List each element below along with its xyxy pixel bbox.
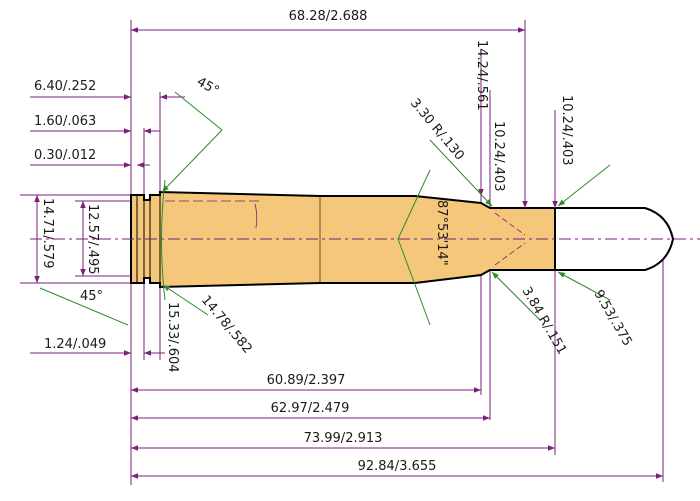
label-bullet-dia: 9.53/.375 [591, 288, 635, 349]
vertical-dimensions [34, 155, 558, 283]
internal-reference-lines [165, 200, 526, 266]
label-extractor-chamfer: 0.30/.012 [34, 148, 96, 163]
cartridge-case [130, 190, 556, 289]
leader-lines [39, 91, 611, 326]
label-angle-rim: 45° [194, 74, 221, 99]
label-len-shoulder: 60.89/2.397 [267, 373, 346, 388]
horizontal-dimensions [30, 27, 663, 479]
label-neck-dia-top: 10.24/.403 [491, 121, 506, 192]
label-rim-dia: 6.40/.252 [34, 79, 96, 94]
label-len-overall: 92.84/3.655 [358, 459, 437, 474]
label-shoulder-radius: 3.30 R/.130 [407, 96, 467, 163]
label-neck-radius: 3.84 R/.151 [519, 285, 570, 358]
label-body-dia: 14.78/.582 [198, 293, 255, 357]
label-shoulder-dia: 14.24/.561 [474, 40, 489, 111]
label-body-dia-base: 15.33/.604 [165, 302, 180, 373]
label-rim-diameter-left: 14.71/.579 [40, 198, 55, 269]
label-mouth-dia: 10.24/.403 [559, 95, 574, 166]
label-angle-groove: 45° [80, 289, 103, 304]
label-len-case: 73.99/2.913 [304, 431, 383, 446]
label-len-neck: 62.97/2.479 [271, 401, 350, 416]
label-shoulder-angle: 87°53'14" [434, 200, 449, 266]
label-rim-thickness: 1.60/.063 [34, 114, 96, 129]
label-groove-width: 1.24/.049 [44, 337, 106, 352]
label-case-length-top: 68.28/2.688 [289, 9, 368, 24]
label-groove-dia: 12.57/.495 [85, 204, 100, 275]
